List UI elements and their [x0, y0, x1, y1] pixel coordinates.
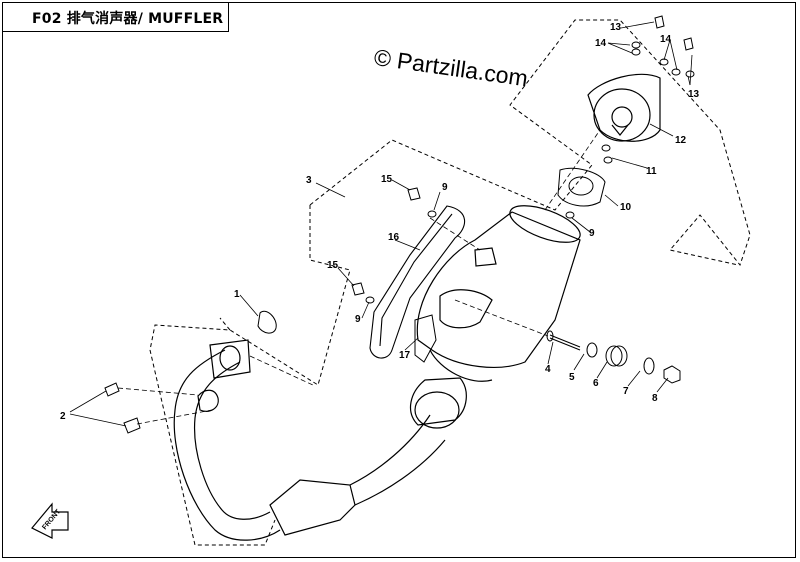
- callout-6: 6: [593, 378, 599, 389]
- callout-2: 2: [60, 411, 66, 422]
- front-arrow-icon: [31, 502, 69, 539]
- callout-14-left: 14: [595, 38, 607, 49]
- callout-16: 16: [388, 232, 400, 243]
- exhaust-pipe: [173, 339, 467, 541]
- studs: [104, 382, 141, 434]
- callout-4: 4: [545, 364, 551, 375]
- callout-9-right: 9: [589, 228, 595, 239]
- callout-9-left: 9: [355, 314, 361, 325]
- pipe-gasket: [257, 310, 277, 334]
- callout-7: 7: [623, 386, 629, 397]
- callout-17: 17: [399, 350, 411, 361]
- endcap-fasteners: [365, 15, 695, 304]
- bracket: [414, 314, 437, 363]
- callout-14-right: 14: [660, 34, 672, 45]
- rear-gasket: [557, 167, 606, 207]
- callout-12: 12: [675, 135, 687, 146]
- callout-13-top: 13: [610, 22, 622, 33]
- end-cap: [587, 73, 661, 142]
- callout-5: 5: [569, 372, 575, 383]
- callout-10: 10: [620, 202, 632, 213]
- title-box: [2, 2, 229, 32]
- heat-shield: [369, 205, 466, 359]
- assembly-guides: [117, 129, 601, 425]
- callout-15-left: 15: [327, 260, 339, 271]
- callout-11: 11: [646, 166, 657, 177]
- callout-9-top: 9: [442, 182, 448, 193]
- callout-13-right: 13: [688, 89, 700, 100]
- callout-1: 1: [234, 289, 240, 300]
- shield-bolts: [351, 187, 421, 296]
- callout-15-top: 15: [381, 174, 393, 185]
- leader-lines: [69, 21, 693, 427]
- mount-hardware: [546, 330, 681, 384]
- callout-3: 3: [306, 175, 312, 186]
- callout-labels: 1 2 3 4 5 6 7 8 9 9 9 10 11 12 13 13 14 …: [41, 22, 699, 531]
- page-title: F02 排气消声器/ MUFFLER: [32, 11, 224, 27]
- muffler-body: [416, 205, 581, 382]
- callout-8: 8: [652, 393, 658, 404]
- assembly-outline: [149, 19, 751, 546]
